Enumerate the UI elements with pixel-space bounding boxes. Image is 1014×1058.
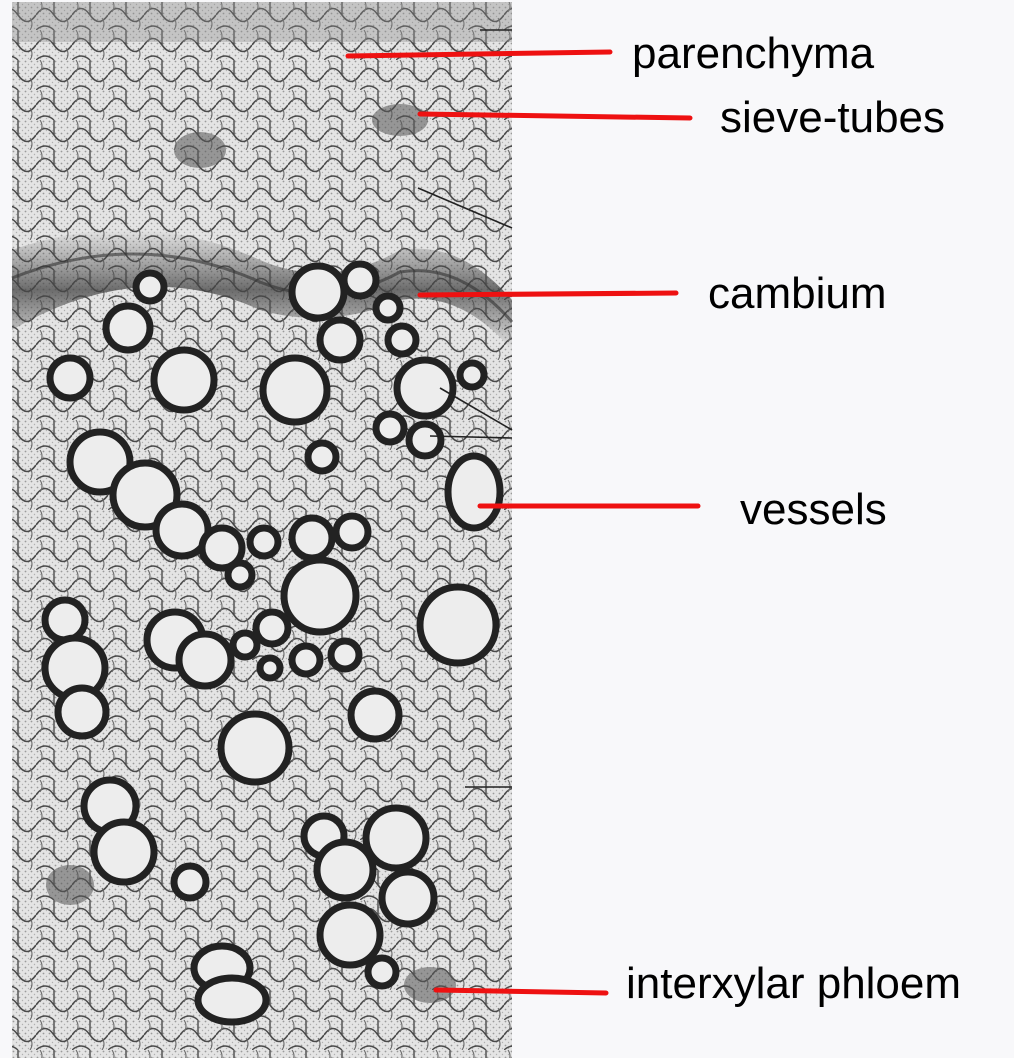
vessel [263, 358, 327, 422]
vessel [397, 360, 453, 416]
vessels-label: vessels [740, 488, 887, 532]
vessel [45, 600, 85, 640]
vessel [317, 842, 373, 898]
vessel [50, 358, 90, 398]
interxylar-phloem-pointer [436, 990, 606, 993]
vessel [228, 563, 252, 587]
vessel [376, 296, 400, 320]
vessel [94, 822, 154, 882]
cambium-label: cambium [708, 272, 887, 316]
vessel [388, 326, 416, 354]
vessel [179, 634, 231, 686]
vessel [292, 518, 332, 558]
vessel [198, 978, 266, 1022]
vessel [448, 456, 500, 528]
vessel [154, 350, 214, 410]
vessel [382, 872, 434, 924]
parenchyma-label: parenchyma [632, 32, 874, 76]
vessel [344, 264, 376, 296]
vessel [260, 658, 280, 678]
vessel [366, 808, 426, 868]
vessel [351, 691, 399, 739]
vessel [460, 363, 484, 387]
vessel [320, 905, 380, 965]
vessel [336, 516, 368, 548]
vessel [250, 528, 278, 556]
interxylar-phloem-label: interxylar phloem [626, 962, 961, 1006]
vessel [320, 320, 360, 360]
vessel [284, 560, 356, 632]
vessel [308, 443, 336, 471]
vessel [420, 587, 496, 663]
vessel [58, 688, 106, 736]
vessel [106, 306, 150, 350]
vessel [331, 641, 359, 669]
vessel [368, 958, 396, 986]
vessel [221, 714, 289, 782]
vessel [136, 273, 164, 301]
vessel [376, 414, 404, 442]
vessel [409, 424, 441, 456]
vessel [292, 646, 320, 674]
sieve-tubes-label: sieve-tubes [720, 96, 945, 140]
vessel [256, 612, 288, 644]
vessel [233, 633, 257, 657]
cambium-pointer [420, 293, 676, 295]
vessel [292, 266, 344, 318]
vessel [174, 866, 206, 898]
